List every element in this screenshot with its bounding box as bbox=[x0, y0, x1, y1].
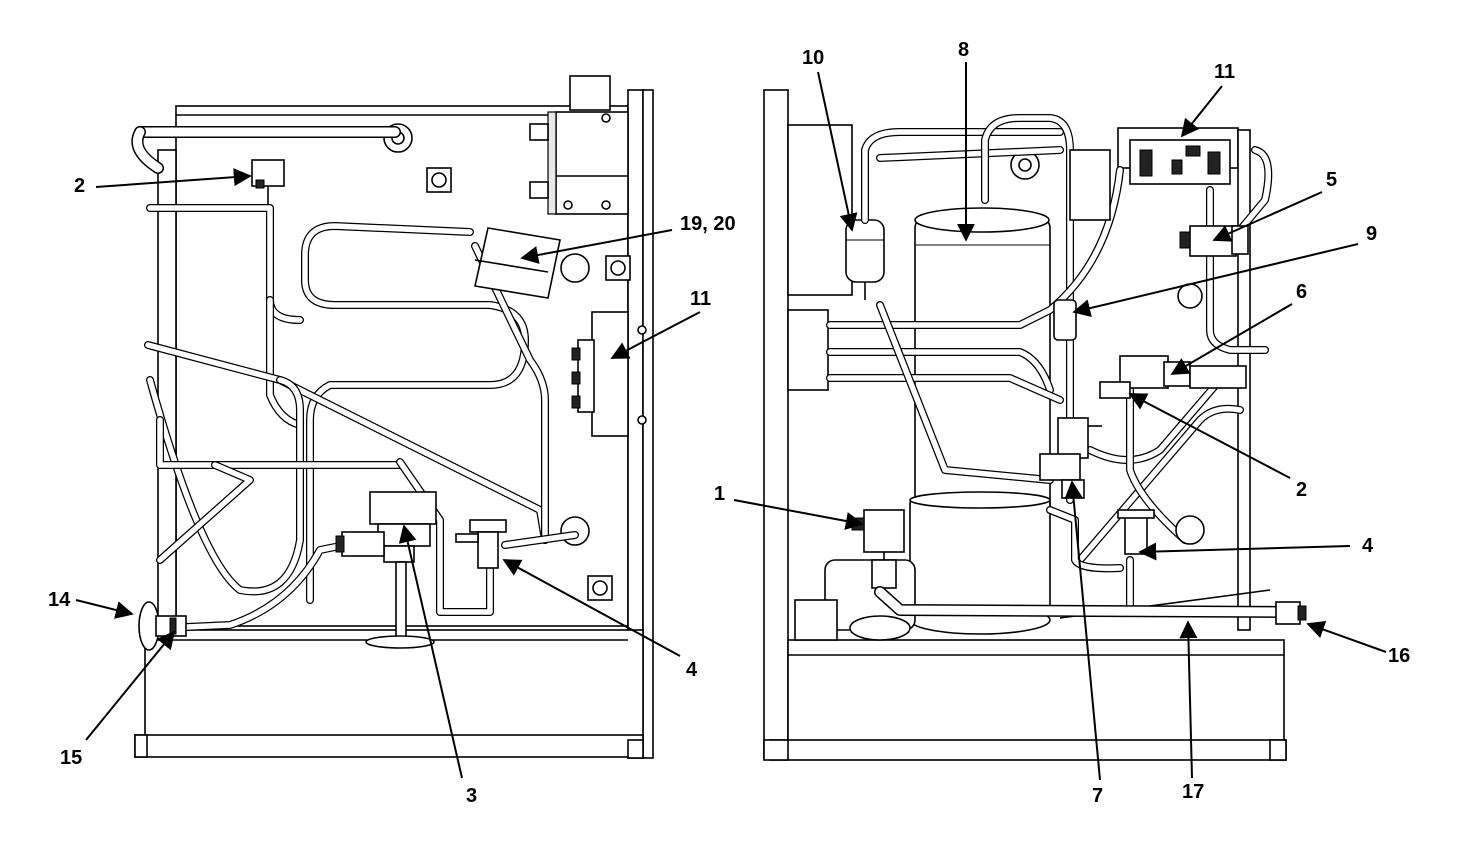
right-unit-view bbox=[763, 89, 1307, 761]
callout-left-2: 2 bbox=[74, 175, 85, 197]
right-filter-housing bbox=[1069, 149, 1111, 221]
callout-right-17: 17 bbox=[1182, 781, 1204, 803]
callout-left-19-20: 19, 20 bbox=[680, 213, 736, 235]
right-piping bbox=[826, 114, 1273, 612]
left-expansion-valve-4 bbox=[455, 519, 507, 569]
callout-labels: 2 19, 20 11 14 15 3 4 10 8 11 5 9 6 2 1 … bbox=[48, 39, 1410, 807]
right-expansion-valve-4 bbox=[1117, 283, 1205, 555]
callout-right-8: 8 bbox=[958, 39, 969, 61]
right-receiver-8 bbox=[914, 150, 1051, 519]
left-unit-view bbox=[131, 75, 654, 759]
callout-right-9: 9 bbox=[1366, 223, 1377, 245]
callout-right-2: 2 bbox=[1296, 479, 1307, 501]
callout-right-7: 7 bbox=[1092, 785, 1103, 807]
right-fitting-9 bbox=[1053, 299, 1077, 341]
right-pressure-switch-11 bbox=[1129, 139, 1231, 185]
callout-right-11: 11 bbox=[1214, 61, 1235, 83]
left-solenoid-valve-2 bbox=[251, 159, 285, 205]
callout-left-14: 14 bbox=[48, 589, 71, 611]
right-frame bbox=[763, 89, 1287, 761]
left-sight-fittings bbox=[383, 123, 631, 601]
right-valves-2-6 bbox=[1099, 355, 1247, 399]
left-drier-19-20 bbox=[474, 227, 561, 299]
callout-left-11: 11 bbox=[690, 288, 711, 310]
callout-right-4: 4 bbox=[1362, 535, 1374, 557]
callout-left-3: 3 bbox=[466, 785, 477, 807]
callout-left-15: 15 bbox=[60, 747, 82, 769]
callout-right-6: 6 bbox=[1296, 281, 1307, 303]
left-control-box bbox=[529, 75, 629, 215]
callout-right-10: 10 bbox=[802, 47, 824, 69]
left-pressure-switch-11 bbox=[571, 311, 647, 437]
callout-right-16: 16 bbox=[1388, 645, 1410, 667]
leader-lines bbox=[75, 62, 1387, 781]
callout-right-1: 1 bbox=[714, 483, 725, 505]
left-piping bbox=[131, 126, 579, 632]
right-compressor bbox=[794, 491, 1051, 641]
right-liquid-line-17 bbox=[874, 586, 1307, 625]
callout-left-4: 4 bbox=[686, 659, 698, 681]
callout-right-5: 5 bbox=[1326, 169, 1337, 191]
